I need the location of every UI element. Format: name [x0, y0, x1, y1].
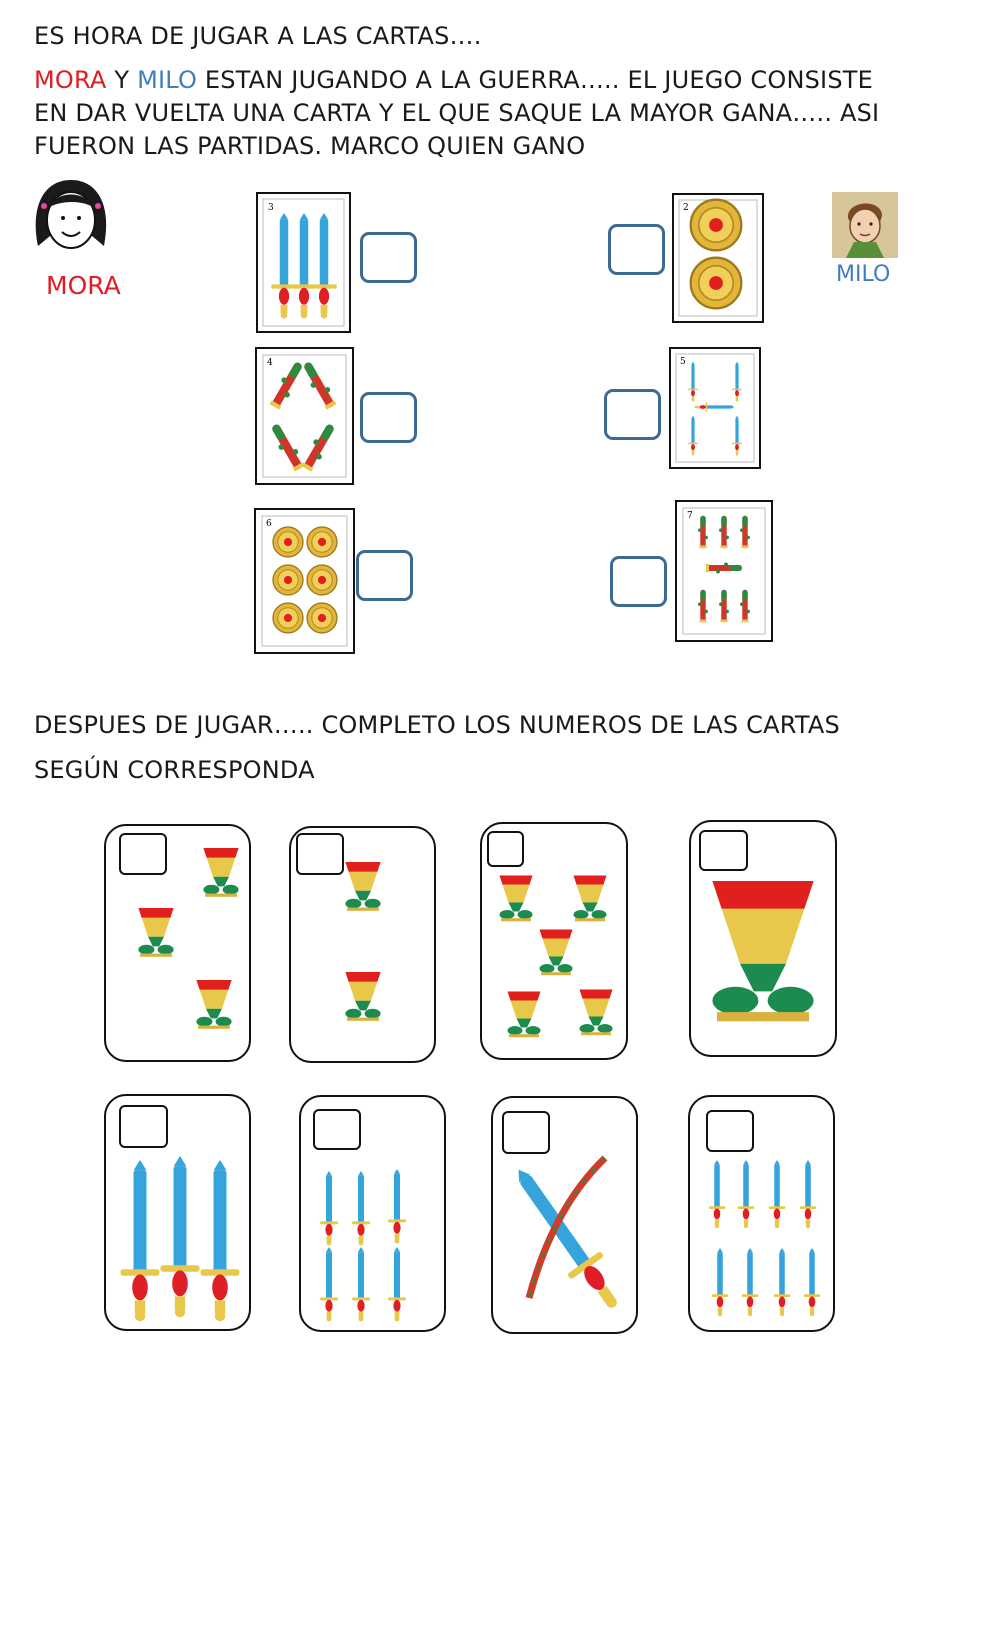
exercise-card-7 — [491, 1096, 638, 1334]
exercise-card-4 — [689, 820, 837, 1057]
svg-text:4: 4 — [267, 358, 273, 368]
svg-text:2: 2 — [683, 203, 689, 213]
svg-text:5: 5 — [680, 357, 686, 367]
milo-name-inline: MILO — [137, 66, 198, 94]
svg-text:7: 7 — [687, 511, 693, 521]
svg-text:6: 6 — [266, 519, 272, 529]
milo-card-round-1: 2 — [672, 193, 764, 323]
exercise-number-box-3[interactable] — [487, 831, 524, 867]
intro-line-1-rest: ESTAN JUGANDO A LA GUERRA….. EL JUEGO CO… — [197, 66, 873, 94]
mora-avatar — [30, 176, 112, 266]
milo-avatar — [832, 192, 898, 258]
player-milo-label: MILO — [836, 262, 891, 287]
mora-card-round-1: 3 — [256, 192, 351, 333]
mora-winner-checkbox-1[interactable] — [360, 232, 417, 283]
milo-card-round-2: 5 — [669, 347, 761, 469]
exercise-card-3 — [480, 822, 628, 1060]
intro-line-1: MORA Y MILO ESTAN JUGANDO A LA GUERRA…..… — [34, 66, 873, 94]
exercise-number-box-6[interactable] — [313, 1109, 361, 1150]
mora-card-round-3: 6 — [254, 508, 355, 654]
milo-winner-checkbox-1[interactable] — [608, 224, 665, 275]
exercise-card-5 — [104, 1094, 251, 1331]
milo-card-round-3: 7 — [675, 500, 773, 642]
player-mora-label: MORA — [46, 271, 121, 300]
mora-card-round-2: 4 — [255, 347, 354, 485]
conjunction: Y — [106, 66, 138, 94]
exercise-number-box-2[interactable] — [296, 833, 344, 875]
intro-line-3: FUERON LAS PARTIDAS. MARCO QUIEN GANO — [34, 132, 586, 160]
intro-line-2: EN DAR VUELTA UNA CARTA Y EL QUE SAQUE L… — [34, 99, 880, 127]
exercise-number-box-8[interactable] — [706, 1110, 754, 1152]
exercise-card-1 — [104, 824, 251, 1062]
exercise-card-6 — [299, 1095, 446, 1332]
mora-name-inline: MORA — [34, 66, 107, 94]
exercise-number-box-5[interactable] — [119, 1105, 168, 1148]
section-2-line-2: SEGÚN CORRESPONDA — [34, 756, 315, 784]
exercise-card-8 — [688, 1095, 835, 1332]
mora-winner-checkbox-3[interactable] — [356, 550, 413, 601]
exercise-number-box-4[interactable] — [699, 830, 748, 871]
svg-text:3: 3 — [268, 203, 274, 213]
exercise-card-2 — [289, 826, 436, 1063]
exercise-number-box-7[interactable] — [502, 1111, 550, 1154]
milo-winner-checkbox-3[interactable] — [610, 556, 667, 607]
section-2-line-1: DESPUES DE JUGAR….. COMPLETO LOS NUMEROS… — [34, 711, 840, 739]
mora-winner-checkbox-2[interactable] — [360, 392, 417, 443]
milo-winner-checkbox-2[interactable] — [604, 389, 661, 440]
exercise-number-box-1[interactable] — [119, 833, 167, 875]
page-title: ES HORA DE JUGAR A LAS CARTAS…. — [34, 22, 482, 50]
